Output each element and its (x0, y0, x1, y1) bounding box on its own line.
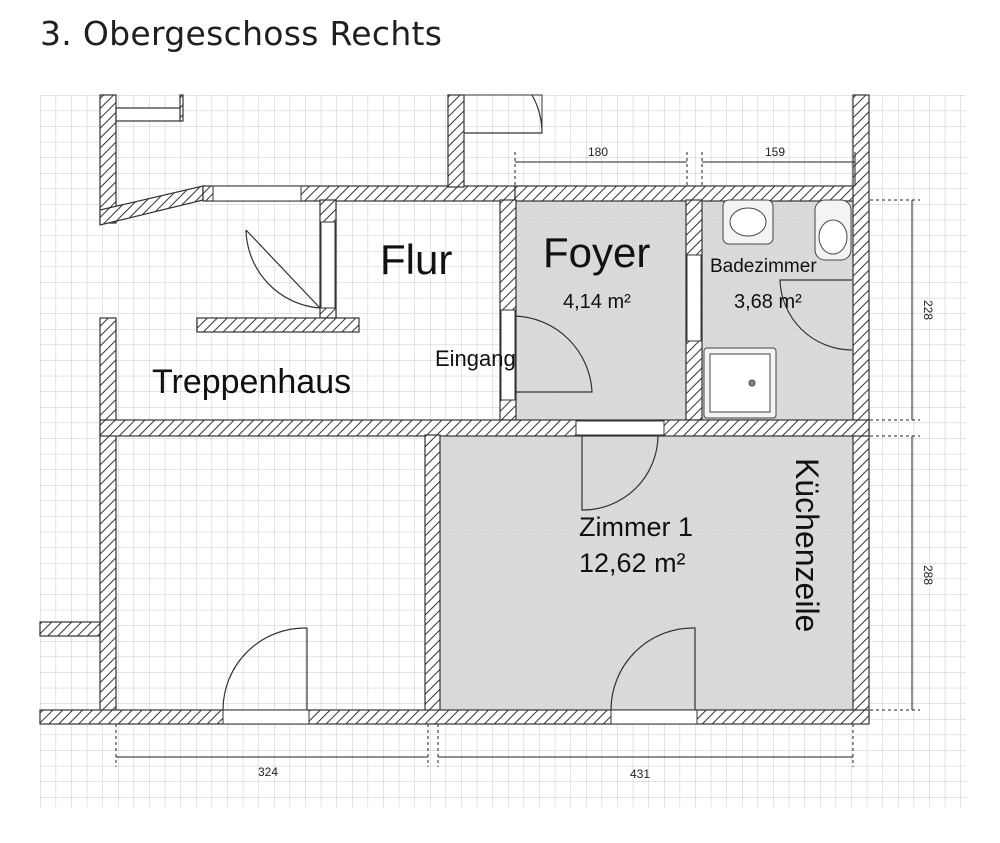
dimension-lines (115, 152, 920, 767)
zimmer1-floor (440, 435, 853, 710)
room-label-zimmer1: Zimmer 1 (579, 512, 693, 542)
bathroom-fixtures (703, 199, 852, 419)
door-swings (222, 94, 853, 711)
dimension-label-zimmer-width: 431 (630, 767, 650, 781)
page-title: 3. Obergeschoss Rechts (40, 14, 443, 53)
dimension-label-bad-width: 159 (765, 145, 785, 159)
room-label-treppenhaus: Treppenhaus (152, 363, 351, 401)
room-label-eingang: Eingang (435, 346, 516, 371)
room-label-bad: Badezimmer (710, 256, 817, 277)
room-label-foyer: Foyer (543, 229, 650, 276)
dimension-label-zimmer-height: 288 (921, 565, 935, 585)
room-area-bad: 3,68 m² (734, 291, 802, 313)
room-area-zimmer1: 12,62 m² (579, 548, 686, 578)
room-label-kueche: Küchenzeile (789, 458, 825, 632)
foyer-floor (514, 200, 687, 420)
room-area-foyer: 4,14 m² (563, 291, 631, 313)
door-openings (212, 94, 702, 725)
dimension-label-foyer-width: 180 (588, 145, 608, 159)
dimension-label-bad-height: 228 (921, 300, 935, 320)
dimension-label-left-room-width: 324 (258, 765, 278, 779)
room-label-flur: Flur (380, 236, 452, 283)
